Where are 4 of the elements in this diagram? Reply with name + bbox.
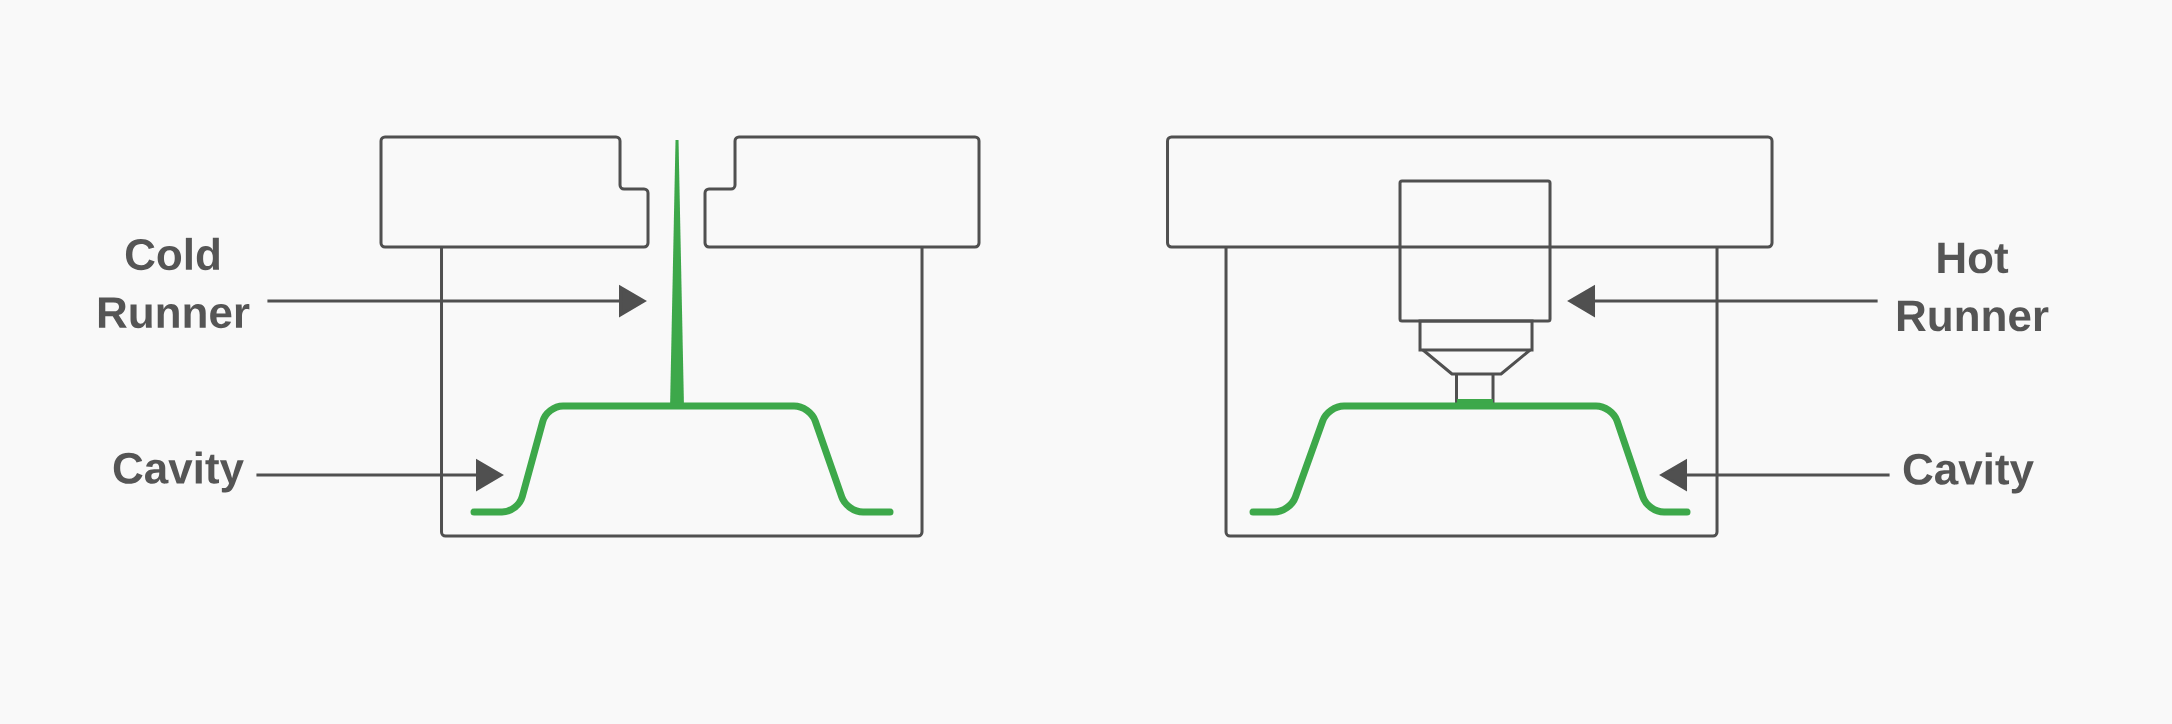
part-label: Cavity bbox=[113, 451, 244, 493]
part-label: Cavity bbox=[1903, 452, 2034, 494]
part-label: Cold Runner bbox=[98, 237, 250, 329]
part-label: Hot Runner bbox=[1897, 242, 2049, 332]
